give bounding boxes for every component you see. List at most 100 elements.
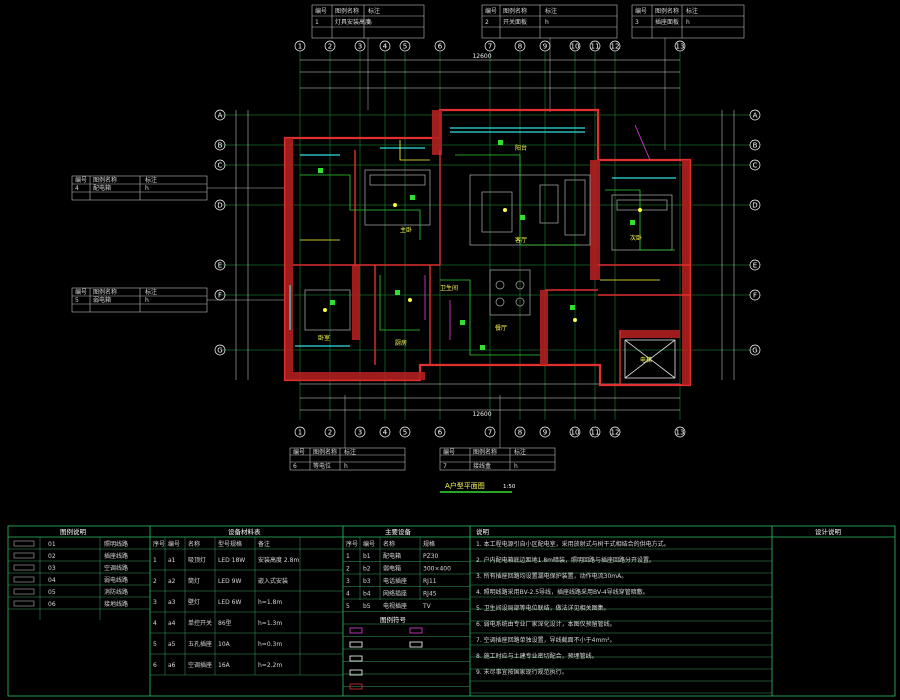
legend-right-title: 设计说明 <box>815 527 842 536</box>
callout-2-h0: 编号 <box>485 7 497 15</box>
legend-sec2-cell: 单控开关 <box>188 619 212 627</box>
windows <box>289 127 676 347</box>
axis-bubble-left <box>214 159 226 171</box>
axis-label-top: 4 <box>383 43 388 51</box>
axis-label-bottom: 12 <box>611 429 620 437</box>
axis-bubble-left <box>214 109 226 121</box>
callout-6-h1: 图例名称 <box>313 448 337 456</box>
legend-sec2-cell: a4 <box>168 620 176 627</box>
legend-note-line: 8. 施工时应与土建专业密切配合，预埋管线。 <box>476 652 598 660</box>
axis-label-right: G <box>752 347 757 355</box>
axis-label-bottom: 10 <box>571 429 580 437</box>
callout-table-bottom-2 <box>439 447 556 471</box>
legend-sec1-code: 03 <box>48 565 56 572</box>
callout-6-c2: h <box>344 463 348 470</box>
room-label-second-bedroom: 次卧 <box>630 234 642 242</box>
legend-sec3-cell: b2 <box>363 566 371 573</box>
axis-bubble-bottom <box>324 426 336 438</box>
legend-rows <box>8 537 772 694</box>
legend-sec2-cell: h=2.2m <box>258 662 282 669</box>
legend-sec1-code: 06 <box>48 601 56 608</box>
legend-section-1-title: 图例说明 <box>60 527 87 536</box>
callout-1-c0: 1 <box>315 19 319 26</box>
axis-bubble-right <box>749 344 761 356</box>
axis-bubble-top <box>434 40 446 52</box>
legend-line-sample <box>13 540 35 547</box>
legend-sec2-cell: 5 <box>153 641 157 648</box>
plan-scale: 1:50 <box>503 484 516 490</box>
legend-note-line: 2. 户内配电箱底边距地1.8m暗装，照明回路与插座回路分开设置。 <box>476 556 655 564</box>
callout-table-bottom-1 <box>289 447 406 471</box>
legend-sec3-cell: 3 <box>346 578 350 585</box>
legend-sec3-cell: 1 <box>346 553 350 560</box>
legend-section-3-title: 主要设备 <box>385 527 412 536</box>
legend-sec3-header: 名称 <box>383 540 395 548</box>
legend-sec1-desc: 空调线路 <box>104 564 128 572</box>
legend-symbol <box>409 627 423 634</box>
axis-bubble-bottom <box>434 426 446 438</box>
axis-label-left: E <box>218 262 222 270</box>
legend-sec1-desc: 接地线路 <box>104 600 128 608</box>
axis-bubble-top <box>589 40 601 52</box>
axis-label-right: B <box>753 142 758 150</box>
callout-7-h1: 图例名称 <box>473 448 497 456</box>
legend-sec2-cell: 2 <box>153 578 157 585</box>
legend-line-sample <box>13 564 35 571</box>
legend-sec3-cell: 4 <box>346 591 350 598</box>
callout-3-c1: 插座面板 <box>655 18 679 26</box>
axis-label-top: 6 <box>438 43 443 51</box>
room-label-dining: 餐厅 <box>495 324 507 332</box>
callout-1-h0: 编号 <box>315 7 327 15</box>
legend-sec1-desc: 照明线路 <box>104 540 128 548</box>
room-label-kitchen: 厨房 <box>395 339 407 347</box>
axis-label-top: 10 <box>571 43 580 51</box>
callout-3-c2: h <box>686 19 690 26</box>
axis-bubble-bottom <box>589 426 601 438</box>
legend-line-sample <box>13 588 35 595</box>
axis-bubble-bottom <box>674 426 686 438</box>
legend-sec2-header: 编号 <box>168 540 180 548</box>
legend-sec1-desc: 弱电线路 <box>104 576 128 584</box>
legend-symbol <box>349 655 363 662</box>
legend-sec2-cell: 安装高度 2.8m <box>258 556 299 564</box>
axis-label-left: A <box>218 112 223 120</box>
axis-bubble-right <box>749 199 761 211</box>
legend-frame <box>7 525 896 697</box>
axis-bubble-top <box>399 40 411 52</box>
axis-bubble-top <box>484 40 496 52</box>
legend-sec3-cell: TV <box>422 603 432 610</box>
legend-line-sample <box>13 576 35 583</box>
axis-label-bottom: 9 <box>543 429 547 437</box>
room-label-master-bedroom: 主卧 <box>400 226 412 234</box>
legend-note-line: 3. 所有插座回路均设置漏电保护装置，动作电流30mA。 <box>476 572 627 580</box>
dimension-chains <box>235 59 735 411</box>
axis-bubble-right <box>749 159 761 171</box>
legend-sec2-cell: 吸顶灯 <box>188 556 206 564</box>
callout-1-c1: 灯具安装高度 <box>335 18 371 26</box>
legend-notes: 1. 本工程电源引自小区配电室，采用放射式与树干式相结合的供电方式。2. 户内配… <box>476 540 670 676</box>
elevator-shaft <box>624 339 676 379</box>
axis-bubble-bottom <box>484 426 496 438</box>
legend-sec2-cell: 空调插座 <box>188 661 212 669</box>
axis-label-top: 2 <box>328 43 332 51</box>
overall-dimension-top: 12600 <box>472 53 491 60</box>
callout-6-c1: 等电位 <box>313 462 331 470</box>
axis-label-bottom: 1 <box>298 429 302 437</box>
legend-sec2-cell: 筒灯 <box>188 577 200 585</box>
legend-symbol <box>349 627 363 634</box>
legend-sec2-cell: 嵌入式安装 <box>258 577 288 585</box>
legend-note-line: 6. 弱电系统由专业厂家深化设计，本图仅预留管线。 <box>476 620 616 628</box>
callout-6-h0: 编号 <box>293 448 305 456</box>
legend-note-line: 4. 照明线路采用BV-2.5导线，插座线路采用BV-4导线穿管暗敷。 <box>476 588 649 596</box>
legend-symbol <box>349 641 363 648</box>
legend-note-line: 9. 未尽事宜按国家现行规范执行。 <box>476 668 568 676</box>
axis-label-top: 12 <box>611 43 620 51</box>
axis-label-right: D <box>752 202 757 210</box>
callout-6-h2: 标注 <box>344 448 356 456</box>
legend-sec2-cell: LED 18W <box>218 557 245 564</box>
callout-4-h1: 图例名称 <box>93 176 117 184</box>
callout-table-top-3 <box>631 4 745 39</box>
